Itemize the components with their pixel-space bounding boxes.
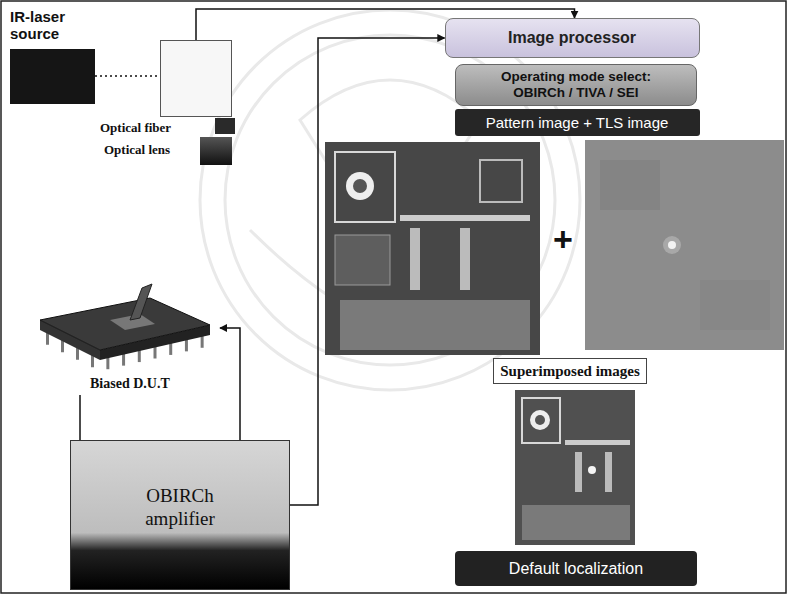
superimposed-image	[515, 390, 635, 545]
device-under-test: Biased D.U.T	[30, 280, 220, 395]
amplifier-box: OBIRCh amplifier	[70, 440, 290, 590]
texture	[700, 280, 770, 330]
optical-head: Optical fiberOptical lens	[98, 38, 238, 168]
circuit-pad	[346, 172, 374, 200]
image-ground	[325, 142, 540, 355]
mode-select-box: Operating mode select: OBIRCh / TIVA / S…	[455, 64, 697, 106]
circuit-pad	[353, 179, 367, 193]
hot-spot-halo	[663, 236, 681, 254]
node-text: Optical fiber	[100, 120, 171, 136]
circuit-trace	[605, 452, 612, 492]
node-text: Image processor	[508, 29, 636, 47]
process-box: Image processor	[445, 18, 700, 58]
optical-head-box	[160, 40, 232, 117]
circuit-pad	[535, 415, 545, 425]
circuit-pad	[530, 410, 550, 430]
circuit-block	[340, 300, 530, 350]
image-ground	[515, 390, 635, 545]
circuit-trace	[410, 228, 420, 290]
connector-arrow	[220, 328, 240, 440]
pattern-image	[325, 142, 540, 355]
node-text: Operating mode select: OBIRCh / TIVA / S…	[481, 69, 671, 100]
caption-box: Superimposed images	[493, 358, 647, 384]
laser-source: IR-laser source	[10, 8, 98, 104]
node-text: Default localization	[509, 560, 643, 578]
circuit-trace	[400, 215, 530, 221]
image-ground	[585, 140, 784, 350]
circuit-trace	[460, 228, 470, 290]
banner-box: Default localization	[455, 551, 697, 586]
probe	[130, 284, 152, 320]
node-text: OBIRCh amplifier	[115, 485, 245, 531]
node-text: Superimposed images	[500, 363, 640, 380]
circuit-trace	[565, 440, 630, 445]
optical-fiber	[215, 118, 235, 134]
connector-line	[95, 75, 160, 77]
circuit-trace	[335, 152, 395, 222]
hot-spot	[588, 466, 596, 474]
plus-sign: +	[553, 222, 573, 256]
chip-body	[40, 298, 210, 350]
connector-line	[79, 395, 81, 440]
node-text: Biased D.U.T	[90, 376, 170, 392]
circuit-block	[522, 505, 630, 540]
node-text: Optical lens	[104, 142, 170, 158]
connector-arrow	[290, 38, 445, 505]
laser-box	[10, 49, 95, 104]
circuit-trace	[522, 398, 560, 443]
optical-lens	[200, 137, 232, 165]
circuit-trace	[575, 452, 582, 492]
tls-image	[585, 140, 784, 350]
circuit-block	[335, 235, 390, 285]
texture	[600, 160, 660, 210]
node-text: IR-laser source	[10, 8, 98, 43]
node-text: Pattern image + TLS image	[486, 114, 669, 131]
circuit-trace	[480, 160, 522, 202]
banner-box: Pattern image + TLS image	[455, 109, 700, 136]
hot-spot	[668, 241, 676, 249]
